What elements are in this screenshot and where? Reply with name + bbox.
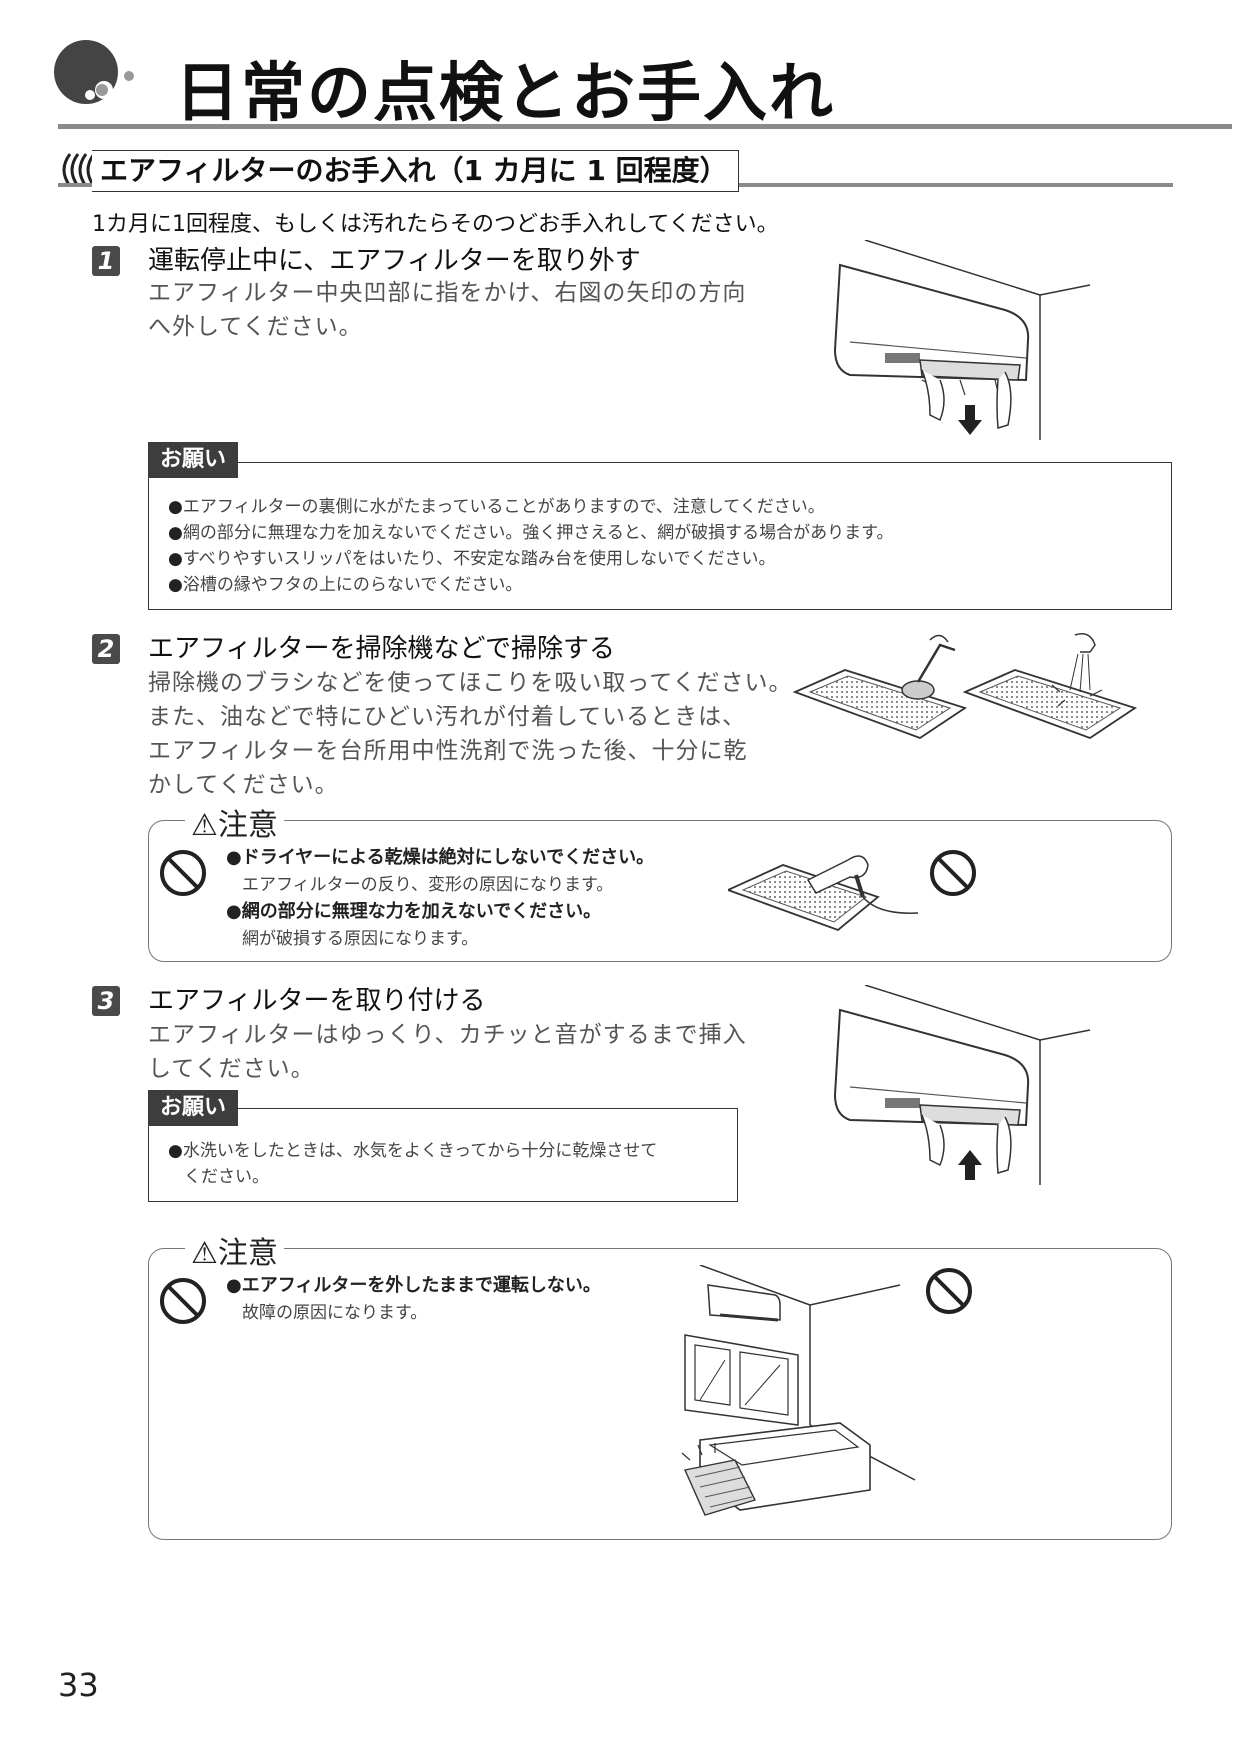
ac-filter-removal-illustration <box>833 240 1091 440</box>
onegai-1-list: ●エアフィルターの裏側に水がたまっていることがありますので、注意してください。 … <box>168 494 1158 598</box>
onegai-2-list: ●水洗いをしたときは、水気をよくきってから十分に乾燥させて ください。 <box>168 1138 728 1190</box>
page-title: 日常の点検とお手入れ <box>175 57 835 131</box>
title-divider <box>58 124 1232 129</box>
onegai-1-tag-label: お願い <box>148 442 239 478</box>
step-3-body: エアフィルターはゆっくり、カチッと音がするまで挿入 してください。 <box>148 1022 747 1082</box>
prohibited-icon <box>160 1278 206 1324</box>
onegai-1-box <box>148 462 1172 610</box>
prohibited-icon <box>930 850 976 896</box>
list-item: ●水洗いをしたときは、水気をよくきってから十分に乾燥させて <box>168 1141 658 1161</box>
title-bullet-icon <box>54 40 134 104</box>
caution-1-list: ●ドライヤーによる乾燥は絶対にしないでください。 エアフィルターの反り、変形の原… <box>226 844 706 952</box>
list-item: ●エアフィルターの裏側に水がたまっていることがありますので、注意してください。 <box>168 497 825 517</box>
hair-dryer-illustration <box>728 855 919 932</box>
list-item: ●エアフィルターを外したままで運転しない。 <box>226 1275 601 1296</box>
step-2-body: 掃除機のブラシなどを使ってほこりを吸い取ってください。 また、油などで特にひどい… <box>148 670 793 798</box>
bathroom-ac-illustration <box>681 1265 916 1516</box>
caution-1-heading: ⚠注意 <box>185 800 284 844</box>
warning-triangle-icon: ⚠ <box>191 1236 218 1271</box>
list-item: ●すべりやすいスリッパをはいたり、不安定な踏み台を使用しないでください。 <box>168 549 776 569</box>
list-item: ●網の部分に無理な力を加えないでください。強く押さえると、網が破損する場合があり… <box>168 523 894 543</box>
step-2-title: エアフィルターを掃除機などで掃除する <box>148 634 615 664</box>
list-item: ●浴槽の縁やフタの上にのらないでください。 <box>168 575 523 595</box>
step-3-number: 3 <box>92 986 120 1016</box>
step-1-number: 1 <box>92 246 120 276</box>
section-intro: 1カ月に1回程度、もしくは汚れたらそのつどお手入れしてください。 <box>92 212 779 237</box>
prohibited-icon <box>160 850 206 896</box>
step-2-number: 2 <box>92 634 120 664</box>
onegai-2-box <box>148 1108 738 1202</box>
step-1-title: 運転停止中に、エアフィルターを取り外す <box>148 246 641 276</box>
caution-2-list: ●エアフィルターを外したままで運転しない。 故障の原因になります。 <box>226 1272 666 1326</box>
list-item: ●ドライヤーによる乾燥は絶対にしないでください。 <box>226 847 655 868</box>
caution-2-box <box>148 1248 1172 1540</box>
warning-triangle-icon: ⚠ <box>191 808 218 843</box>
step-1-body: エアフィルター中央凹部に指をかけ、右図の矢印の方向 へ外してください。 <box>148 280 747 340</box>
page-number: 33 <box>58 1666 99 1704</box>
prohibited-icon <box>926 1268 972 1314</box>
caution-1-box <box>148 820 1172 962</box>
section-heading: エアフィルターのお手入れ（1 カ月に 1 回程度） <box>92 150 739 192</box>
ac-filter-install-illustration <box>833 985 1091 1185</box>
filter-cleaning-illustration <box>792 633 1138 740</box>
caution-2-heading: ⚠注意 <box>185 1228 284 1272</box>
step-3-title: エアフィルターを取り付ける <box>148 986 486 1016</box>
list-item: ●網の部分に無理な力を加えないでください。 <box>226 901 602 922</box>
onegai-2-tag: お願い <box>148 1090 239 1126</box>
